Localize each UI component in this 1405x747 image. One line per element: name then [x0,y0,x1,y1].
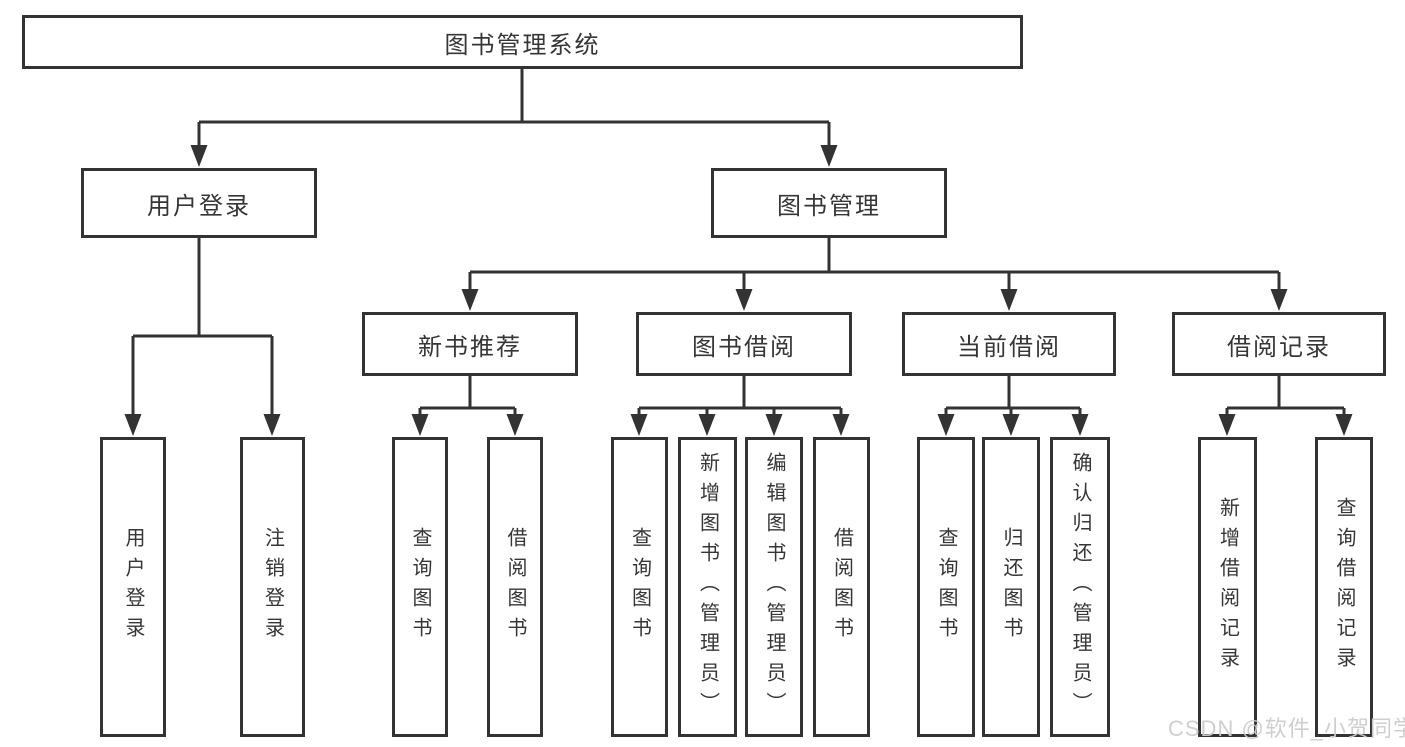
leaf-return-books-box: 归还图书 [982,437,1040,737]
arrowhead-icon [820,145,838,167]
leaf-label: 查询图书 [628,527,651,647]
arrowhead-icon [461,289,479,311]
leaf-label: 确认归还（管理员） [1069,452,1091,722]
arrowhead-icon [1335,414,1353,436]
connector-recommend-to-leaves [418,376,517,418]
connector-user-login-to-leaves [131,238,274,418]
node-label: 图书管理系统 [444,31,601,59]
node-borrowing-records-box: 借阅记录 [1172,312,1386,376]
leaf-query-borrow-record-box: 查询借阅记录 [1315,437,1373,737]
arrowhead-icon [765,414,783,436]
node-library-system-box: 图书管理系统 [22,15,1023,69]
leaf-label: 归还图书 [1000,527,1022,647]
leaf-query-books-current-box: 查询图书 [917,437,975,737]
node-label: 当前借阅 [957,333,1061,361]
leaf-edit-books-admin-box: 编辑图书（管理员） [745,437,803,737]
arrowhead-icon [263,414,281,436]
node-book-management-box: 图书管理 [711,168,947,238]
arrowhead-icon [1071,414,1089,436]
connector-current-to-leaves [944,376,1082,418]
arrowhead-icon [630,414,648,436]
node-book-borrowing-box: 图书借阅 [636,312,852,376]
leaf-label: 借阅图书 [830,527,853,647]
connector-book-mgmt-to-sections [468,238,1281,294]
node-label: 用户登录 [147,192,251,220]
leaf-user-login-box: 用户登录 [100,437,166,737]
arrowhead-icon [124,414,142,436]
arrowhead-icon [1218,414,1236,436]
leaf-label: 借阅图书 [504,527,526,647]
node-label: 新书推荐 [418,333,522,361]
leaf-label: 编辑图书（管理员） [763,452,785,722]
arrowhead-icon [190,145,208,167]
leaf-label: 查询图书 [935,527,957,647]
leaf-query-books-borrowing-box: 查询图书 [611,437,668,737]
node-current-borrowing-box: 当前借阅 [902,312,1116,376]
arrowhead-icon [1000,289,1018,311]
arrowhead-icon [411,414,429,436]
connector-root-to-branches [197,69,831,148]
leaf-label: 注销登录 [261,527,284,647]
connector-strokes [131,69,1346,418]
leaf-label: 查询借阅记录 [1333,497,1355,677]
leaf-label: 用户登录 [122,527,144,647]
arrowhead-icon [698,414,716,436]
arrowhead-icon [735,289,753,311]
leaf-query-books-recommend-box: 查询图书 [392,437,448,737]
node-label: 图书借阅 [692,333,796,361]
node-label: 图书管理 [777,192,881,220]
leaf-logout-box: 注销登录 [240,437,305,737]
connector-records-to-leaves [1225,376,1346,418]
arrowhead-icon [937,414,955,436]
arrowheads [124,145,1353,436]
watermark-text: CSDN @软件_小贺同学 [1168,716,1405,741]
leaf-add-borrow-record-box: 新增借阅记录 [1198,437,1257,737]
connector-borrowing-to-leaves [637,376,843,418]
node-label: 借阅记录 [1227,333,1331,361]
leaf-label: 查询图书 [409,527,431,647]
leaf-borrow-books-borrowing-box: 借阅图书 [813,437,870,737]
arrowhead-icon [1002,414,1020,436]
node-user-login-box: 用户登录 [81,168,317,238]
arrowhead-icon [506,414,524,436]
arrowhead-icon [1270,289,1288,311]
leaf-label: 新增图书（管理员） [696,452,719,722]
node-new-book-recommendation-box: 新书推荐 [362,312,578,376]
leaf-borrow-books-recommend-box: 借阅图书 [487,437,543,737]
leaf-label: 新增借阅记录 [1216,497,1239,677]
leaf-add-books-admin-box: 新增图书（管理员） [678,437,737,737]
leaf-confirm-return-admin-box: 确认归还（管理员） [1050,437,1110,737]
arrowhead-icon [832,414,850,436]
